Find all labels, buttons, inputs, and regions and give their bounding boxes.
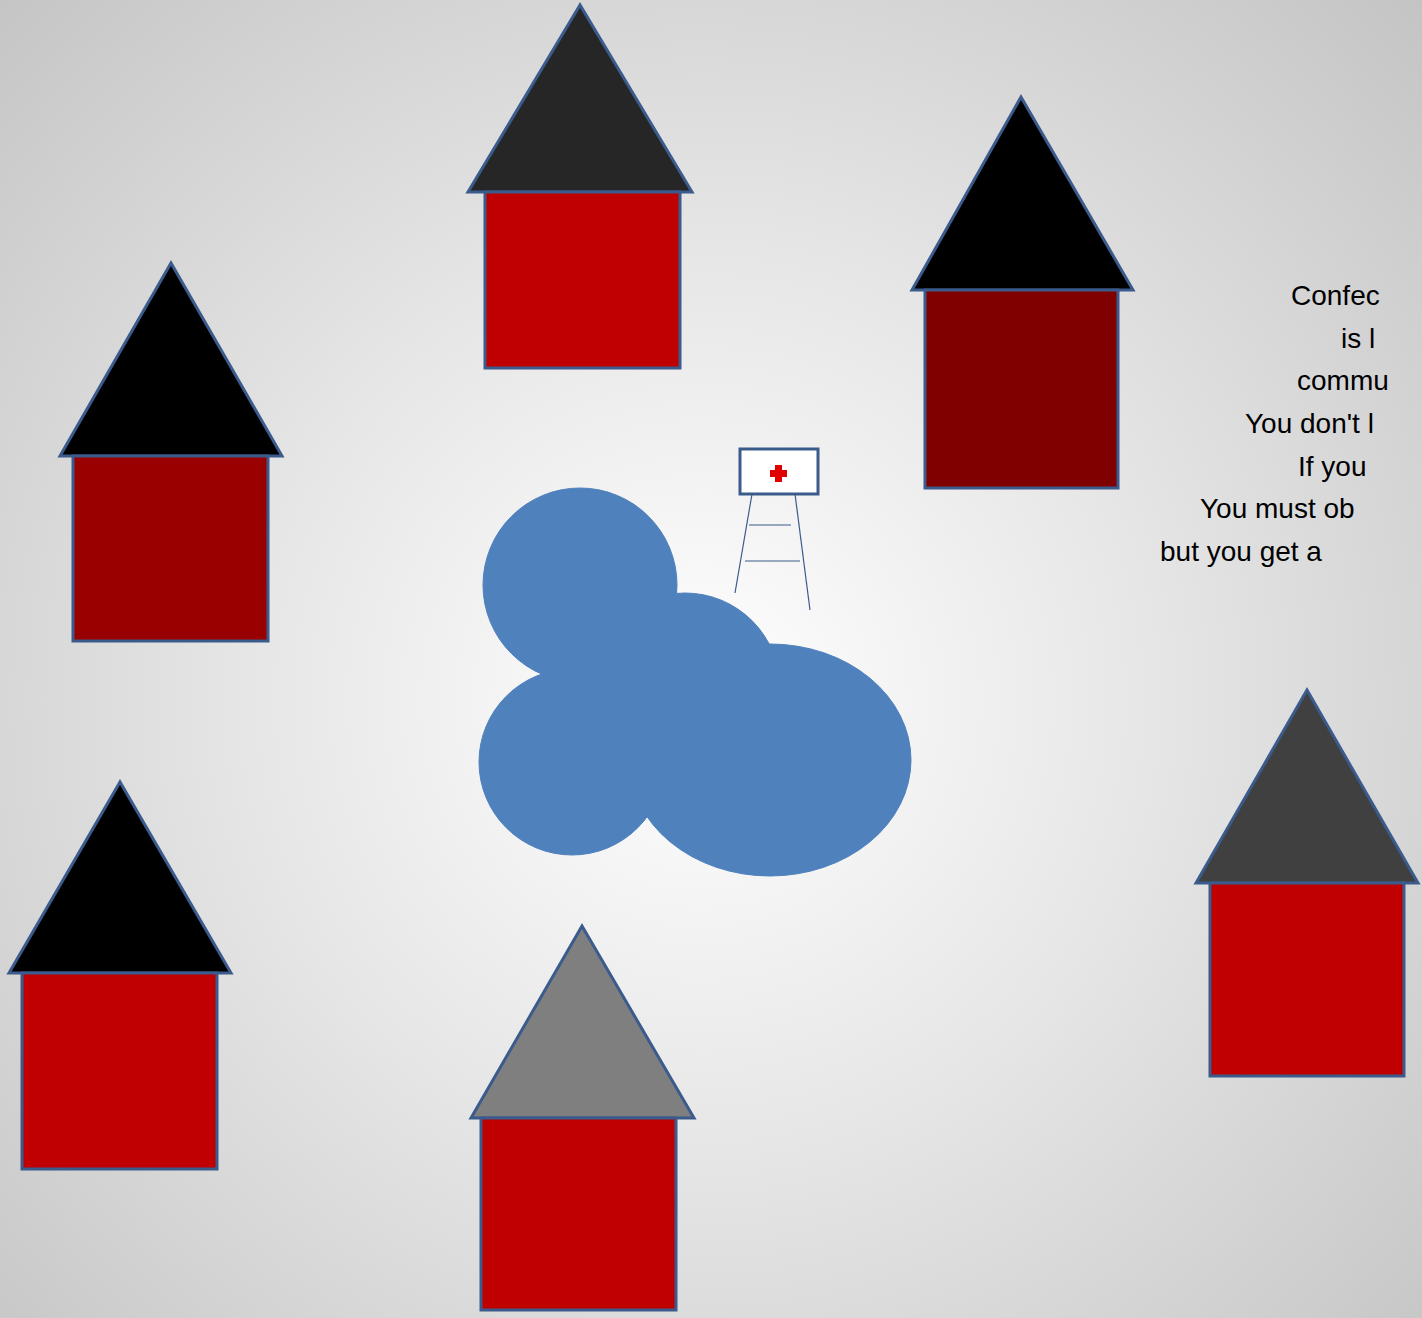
lifeguard-tower <box>735 449 818 610</box>
house <box>60 263 282 641</box>
note-text: Confec <box>1291 279 1380 313</box>
note-text: is l <box>1341 322 1375 356</box>
pond <box>479 488 911 876</box>
note-text: commu <box>1297 364 1389 398</box>
note-text: You must ob <box>1200 492 1355 526</box>
house <box>912 97 1133 488</box>
house <box>468 5 692 368</box>
note-text: but you get a <box>1160 535 1322 569</box>
note-text: If you <box>1298 450 1366 484</box>
note-text: You don't l <box>1245 407 1374 441</box>
house <box>9 782 231 1169</box>
house <box>471 926 694 1310</box>
house <box>1196 690 1418 1076</box>
